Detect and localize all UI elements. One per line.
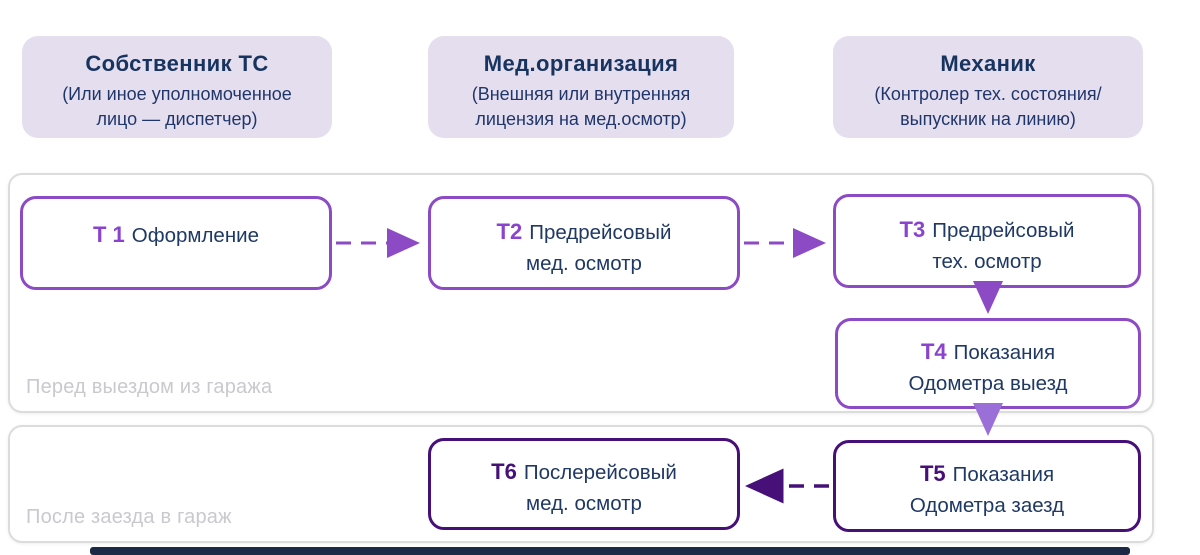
step-t1-registration: Т 1 Оформление: [20, 196, 332, 290]
role-box-med-org: Мед.организация (Внешняя или внутренняя …: [428, 36, 734, 138]
step-t2-pretrip-medical: Т2 Предрейсовый мед. осмотр: [428, 196, 740, 290]
step-id: Т3: [899, 217, 926, 242]
step-text: Показания: [952, 463, 1055, 486]
step-text-line2: Одометра выезд: [908, 371, 1068, 395]
role-subtitle: (Внешняя или внутренняя лицензия на мед.…: [471, 84, 691, 130]
section-label: После заезда в гараж: [26, 506, 232, 528]
step-text: Предрейсовый: [529, 221, 672, 244]
step-id: Т4: [920, 339, 947, 364]
step-t4-odometer-departure: Т4 Показания Одометра выезд: [835, 318, 1141, 409]
step-text-line2: мед. осмотр: [526, 491, 642, 515]
role-subtitle: (Или иное уполномоченное лицо — диспетче…: [62, 84, 292, 130]
step-id: Т5: [919, 461, 946, 486]
step-text-line2: мед. осмотр: [526, 251, 642, 275]
role-title: Мед.организация: [483, 51, 679, 76]
step-t5-odometer-return: Т5 Показания Одометра заезд: [833, 440, 1141, 532]
role-box-mechanic: Механик (Контролер тех. состояния/ выпус…: [833, 36, 1143, 138]
step-text: Предрейсовый: [932, 219, 1075, 242]
bottom-divider-bar: [90, 547, 1130, 555]
step-text-line2: тех. осмотр: [932, 249, 1042, 273]
step-text: Показания: [953, 341, 1056, 364]
step-text-line2: Одометра заезд: [909, 493, 1065, 517]
step-id: Т 1: [92, 222, 125, 247]
step-id: Т6: [491, 459, 517, 484]
role-title: Собственник ТС: [85, 51, 269, 76]
role-box-owner: Собственник ТС (Или иное уполномоченное …: [22, 36, 332, 138]
step-text: Оформление: [131, 224, 260, 247]
role-title: Механик: [940, 51, 1036, 76]
step-text: Послерейсовый: [523, 461, 677, 484]
step-id: Т2: [496, 219, 523, 244]
step-t6-posttrip-medical: Т6 Послерейсовый мед. осмотр: [428, 438, 740, 530]
section-label: Перед выездом из гаража: [26, 376, 273, 398]
step-t3-pretrip-technical: Т3 Предрейсовый тех. осмотр: [833, 194, 1141, 288]
role-subtitle: (Контролер тех. состояния/ выпускник на …: [874, 84, 1102, 130]
